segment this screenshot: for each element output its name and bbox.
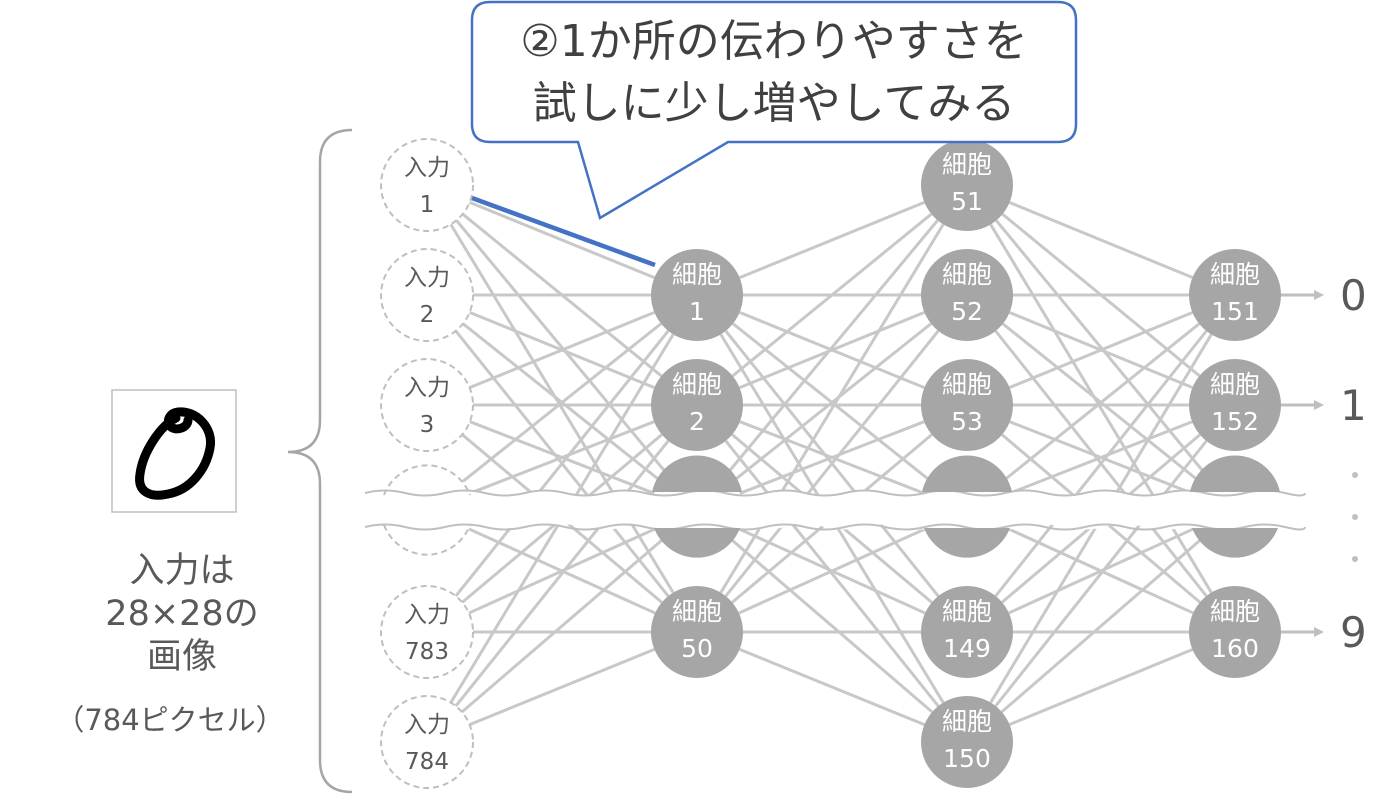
input-node-label: 入力 <box>404 712 450 738</box>
cell-node-2: 細胞 2 <box>651 359 743 451</box>
output-label-1: 1 <box>1340 381 1367 430</box>
cell-node-label: 細胞 <box>1210 370 1260 399</box>
output-label-9: 9 <box>1340 608 1367 657</box>
cell-node-number: 51 <box>951 187 983 216</box>
cell-node-label: 細胞 <box>672 597 722 626</box>
cell-node-partial <box>654 528 740 558</box>
input-caption: 入力は 28×28の 画像 （784ピクセル） <box>55 551 284 737</box>
cell-node-number: 1 <box>689 297 705 326</box>
connection-edge <box>726 441 938 706</box>
cell-node-150: 細胞 150 <box>921 696 1013 788</box>
cell-node-partial <box>924 528 1010 558</box>
cell-node-label: 細胞 <box>942 707 992 736</box>
caption-line-4: （784ピクセル） <box>55 703 284 737</box>
cell-node-partial <box>1192 528 1278 558</box>
callout-line-2: 試しに少し増やしてみる <box>533 78 1016 129</box>
cell-node-number: 50 <box>681 634 713 663</box>
cell-node-number: 53 <box>951 407 983 436</box>
cell-node-label: 細胞 <box>942 150 992 179</box>
input-node-number: 1 <box>420 192 435 218</box>
input-node-number: 3 <box>420 412 435 438</box>
cell-node-partial <box>652 456 742 492</box>
input-node-number: 2 <box>420 302 435 328</box>
connection-edge <box>996 220 1205 474</box>
input-digit-image <box>112 390 236 512</box>
input-brace <box>288 130 352 792</box>
connection-edge <box>726 220 937 474</box>
connection-edge <box>740 202 925 277</box>
connection-edge <box>1010 649 1193 724</box>
cell-node-160: 細胞 160 <box>1189 586 1281 678</box>
connection-edge <box>1010 202 1193 277</box>
ellipsis-dot <box>1352 556 1358 562</box>
output-label-0: 0 <box>1340 271 1367 320</box>
input-node-784: 入力 784 <box>381 696 473 788</box>
cell-node-151: 細胞 151 <box>1189 249 1281 341</box>
input-node-number: 784 <box>405 749 449 775</box>
break-gap <box>365 491 1305 530</box>
cell-node-number: 150 <box>943 744 991 773</box>
cell-node-label: 細胞 <box>942 597 992 626</box>
highlighted-connection <box>472 198 655 265</box>
cell-node-label: 細胞 <box>672 370 722 399</box>
cell-node-number: 52 <box>951 297 983 326</box>
connection-edge <box>470 649 655 724</box>
input-node-1: 入力 1 <box>381 139 473 231</box>
caption-line-3: 画像 <box>147 637 217 677</box>
cell-node-label: 細胞 <box>1210 260 1260 289</box>
caption-line-2: 28×28の <box>105 594 258 634</box>
cell-node-number: 152 <box>1211 407 1259 436</box>
output-arrows: 0 1 9 <box>1281 271 1367 657</box>
cell-node-number: 149 <box>943 634 991 663</box>
input-node-2: 入力 2 <box>381 249 473 341</box>
cell-node-partial <box>1190 456 1280 492</box>
connection-edge <box>740 649 925 724</box>
connection-edges <box>451 202 1212 724</box>
cell-node-label: 細胞 <box>942 370 992 399</box>
cell-node-149: 細胞 149 <box>921 586 1013 678</box>
input-node-label: 入力 <box>404 375 450 401</box>
ellipsis-dot <box>1352 514 1358 520</box>
connection-edge <box>456 441 668 706</box>
cell-node-50: 細胞 50 <box>651 586 743 678</box>
cell-node-52: 細胞 52 <box>921 249 1013 341</box>
cell-node-152: 細胞 152 <box>1189 359 1281 451</box>
input-node-label: 入力 <box>404 155 450 181</box>
input-node-label: 入力 <box>404 265 450 291</box>
input-node-3: 入力 3 <box>381 359 473 451</box>
input-node-783: 入力 783 <box>381 586 473 678</box>
cell-node-number: 2 <box>689 407 705 436</box>
ellipsis-dot <box>1352 472 1358 478</box>
connection-edge <box>470 202 655 277</box>
callout-line-1: ②1か所の伝わりやすさを <box>520 16 1027 67</box>
cell-node-number: 160 <box>1211 634 1259 663</box>
cell-node-partial <box>922 456 1012 492</box>
output-layer: 細胞 151 細胞 152 細胞 160 <box>1189 249 1281 678</box>
input-node-number: 783 <box>405 639 449 665</box>
input-node-label: 入力 <box>404 602 450 628</box>
cell-node-label: 細胞 <box>942 260 992 289</box>
cell-node-label: 細胞 <box>1210 597 1260 626</box>
hidden-layer-1: 細胞 1 細胞 2 細胞 50 <box>651 249 743 678</box>
cell-node-label: 細胞 <box>672 260 722 289</box>
connection-edge <box>996 441 1207 706</box>
cell-node-1: 細胞 1 <box>651 249 743 341</box>
cell-node-53: 細胞 53 <box>921 359 1013 451</box>
caption-line-1: 入力は <box>129 551 234 591</box>
cell-node-number: 151 <box>1211 297 1259 326</box>
cell-node-51: 細胞 51 <box>921 139 1013 231</box>
